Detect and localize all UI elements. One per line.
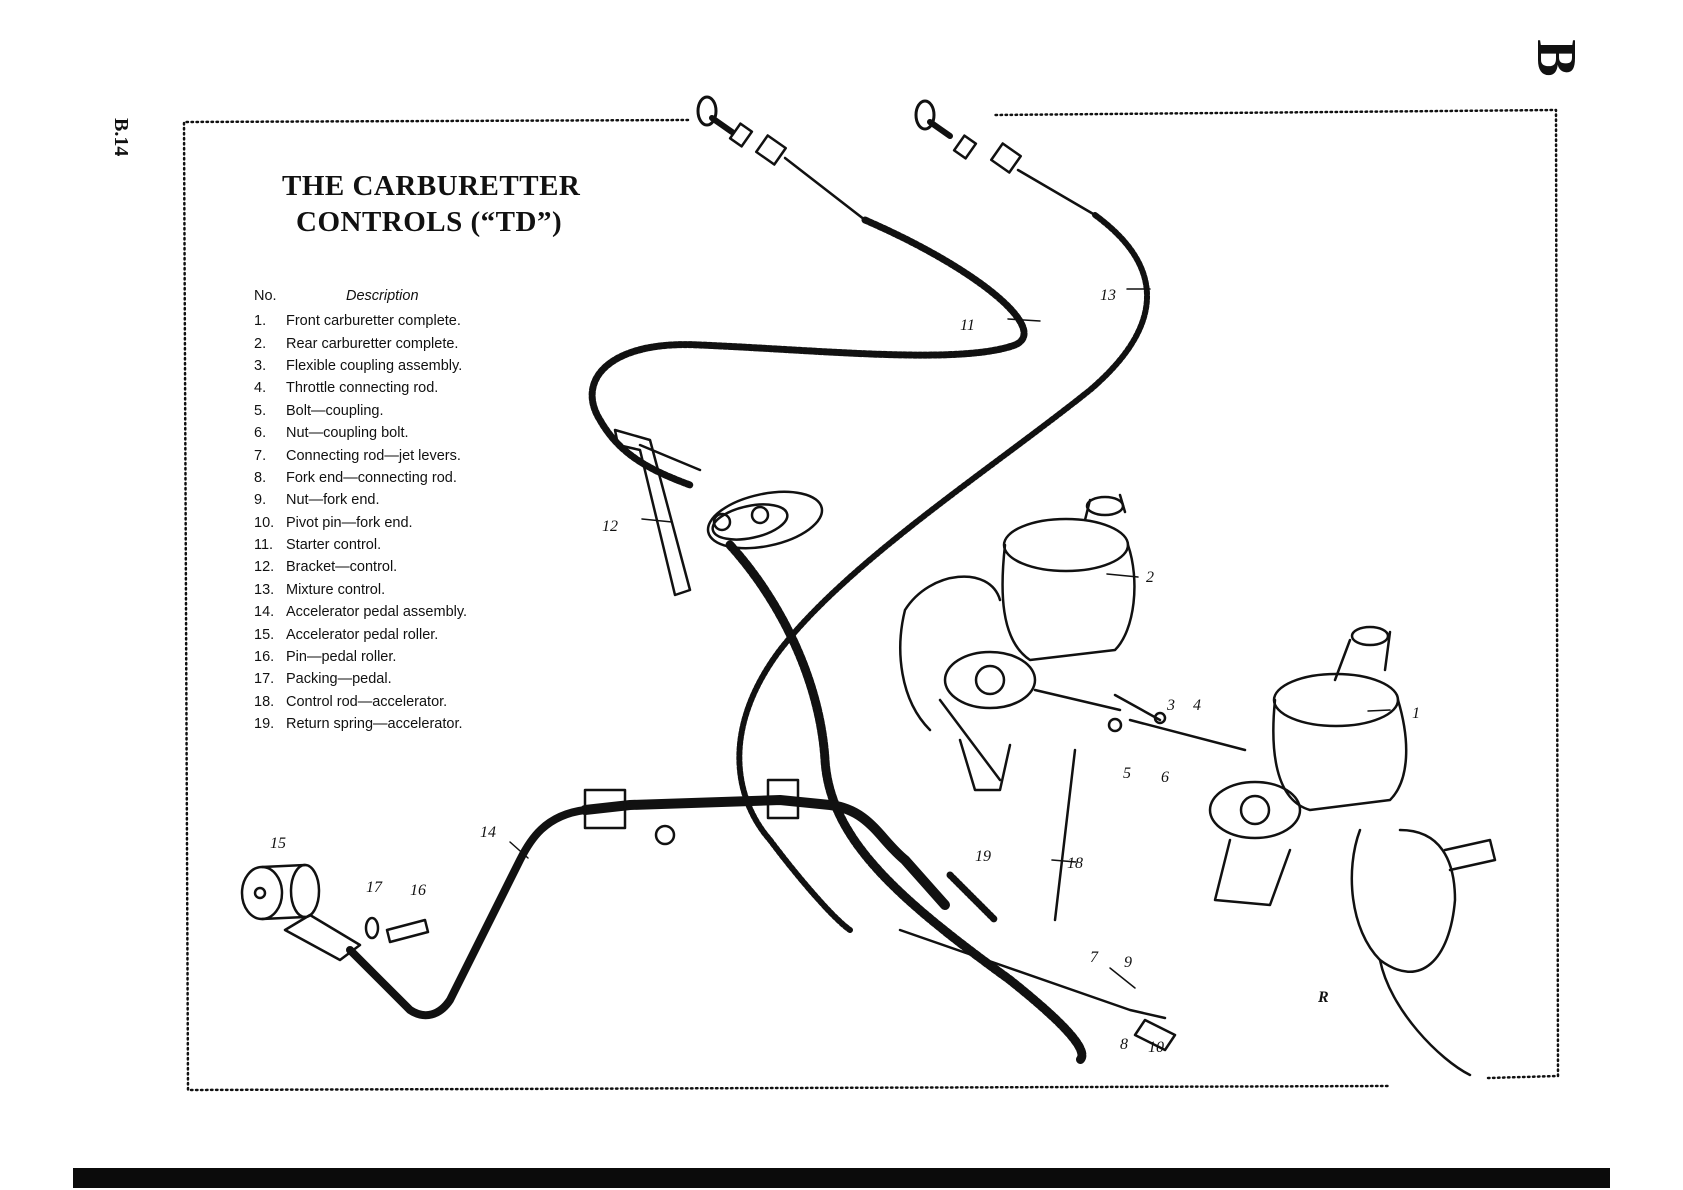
callout-12: 12 [602,518,618,535]
callout-18: 18 [1067,855,1083,872]
callout-19: 19 [975,848,991,865]
legend-row: 8. Fork end—connecting rod. [254,467,554,489]
callout-4: 4 [1193,697,1201,714]
legend-item-number: 16. [254,649,275,666]
callout-17: 17 [366,879,382,896]
legend-item-number: 17. [254,671,275,688]
title-line-2: CONTROLS (“TD”) [296,206,563,238]
legend-item-description: Starter control. [286,537,382,554]
legend-row: 16. Pin—pedal roller. [254,646,554,668]
callout-5: 5 [1123,765,1131,782]
legend-row: 12. Bracket—control. [254,556,554,578]
legend-row: 7. Connecting rod—jet levers. [254,444,554,466]
legend-row: 9. Nut—fork end. [254,489,554,511]
wiring-harness [725,540,1087,1065]
legend-item-description: Throttle connecting rod. [286,380,439,397]
legend-row: 14. Accelerator pedal assembly. [254,601,554,623]
legend-item-description: Flexible coupling assembly. [286,357,463,374]
legend-item-number: 7. [254,447,267,464]
legend-item-description: Accelerator pedal assembly. [286,604,468,621]
front-carburetter [1208,625,1497,1077]
dotted-frame [182,108,1560,1092]
legend-item-number: 14. [254,604,275,621]
callout-15: 15 [270,835,286,852]
mixture-control-cable [736,99,1150,933]
legend-item-description: Bolt—coupling. [286,402,384,419]
legend-item-description: Nut—coupling bolt. [286,425,409,442]
linkage-rods [898,711,1247,1052]
diagram-title: THE CARBURETTER CONTROLS (“TD”) [282,168,642,240]
legend-item-description: Fork end—connecting rod. [286,469,457,486]
leader-lines [509,288,1391,989]
legend-item-description: Packing—pedal. [286,671,392,688]
legend-header-no: No. [254,288,277,304]
callout-10: 10 [1148,1039,1164,1056]
legend-item-number: 6. [254,425,267,442]
legend-item-description: Pin—pedal roller. [286,649,397,666]
control-bracket [613,428,824,597]
accelerator-pedal-assembly [283,778,950,1020]
legend-item-number: 5. [254,402,267,419]
legend-item-description: Nut—fork end. [286,492,380,509]
callout-13: 13 [1100,287,1116,304]
title-line-1: THE CARBURETTER [282,170,581,202]
callout-9: 9 [1124,954,1132,971]
legend-item-number: 3. [254,357,267,374]
parts-legend: No. Description 1. Front carburetter comp… [254,288,554,735]
legend-row: 11. Starter control. [254,534,554,556]
legend-row: 1. Front carburetter complete. [254,310,554,332]
callout-8: 8 [1120,1036,1128,1053]
legend-item-description: Pivot pin—fork end. [286,514,413,531]
pedal-roller-parts [240,863,430,944]
legend-item-number: 4. [254,380,267,397]
legend-item-description: Control rod—accelerator. [286,693,448,710]
callout-16: 16 [410,882,426,899]
callout-1: 1 [1412,705,1420,722]
legend-item-number: 15. [254,626,275,643]
rear-carburetter [899,493,1162,792]
legend-row: 3. Flexible coupling assembly. [254,355,554,377]
legend-row: 19. Return spring—accelerator. [254,713,554,735]
legend-item-description: Return spring—accelerator. [286,716,463,733]
callout-14: 14 [480,824,496,841]
callout-2: 2 [1146,569,1154,586]
legend-row: 5. Bolt—coupling. [254,400,554,422]
legend-item-number: 8. [254,469,267,486]
legend-rows: 1. Front carburetter complete. 2. Rear carb… [254,310,554,735]
legend-item-description: Bracket—control. [286,559,398,576]
artist-initials: R [1318,989,1329,1006]
legend-header-description: Description [346,288,419,304]
legend-row: 13. Mixture control. [254,579,554,601]
legend-row: 15. Accelerator pedal roller. [254,623,554,645]
callout-3: 3 [1167,697,1175,714]
legend-row: 2. Rear carburetter complete. [254,332,554,354]
legend-item-description: Mixture control. [286,581,386,598]
starter-control-cable [588,95,1028,489]
legend-row: 18. Control rod—accelerator. [254,691,554,713]
legend-item-number: 18. [254,693,275,710]
legend-item-description: Rear carburetter complete. [286,335,459,352]
legend-row: 4. Throttle connecting rod. [254,377,554,399]
legend-item-description: Connecting rod—jet levers. [286,447,461,464]
legend-item-number: 1. [254,313,267,330]
legend-item-number: 2. [254,335,267,352]
callout-6: 6 [1161,769,1169,786]
legend-item-number: 10. [254,514,275,531]
callout-7: 7 [1090,949,1098,966]
legend-item-number: 9. [254,492,267,509]
legend-item-description: Accelerator pedal roller. [286,626,439,643]
legend-row: 10. Pivot pin—fork end. [254,512,554,534]
legend-header: No. Description [254,288,554,310]
legend-item-number: 12. [254,559,275,576]
legend-item-number: 13. [254,581,275,598]
legend-item-description: Front carburetter complete. [286,313,461,330]
callout-11: 11 [960,317,975,334]
bottom-bar [73,1168,1610,1188]
legend-item-number: 19. [254,716,275,733]
legend-row: 17. Packing—pedal. [254,668,554,690]
legend-row: 6. Nut—coupling bolt. [254,422,554,444]
legend-item-number: 11. [254,537,274,554]
